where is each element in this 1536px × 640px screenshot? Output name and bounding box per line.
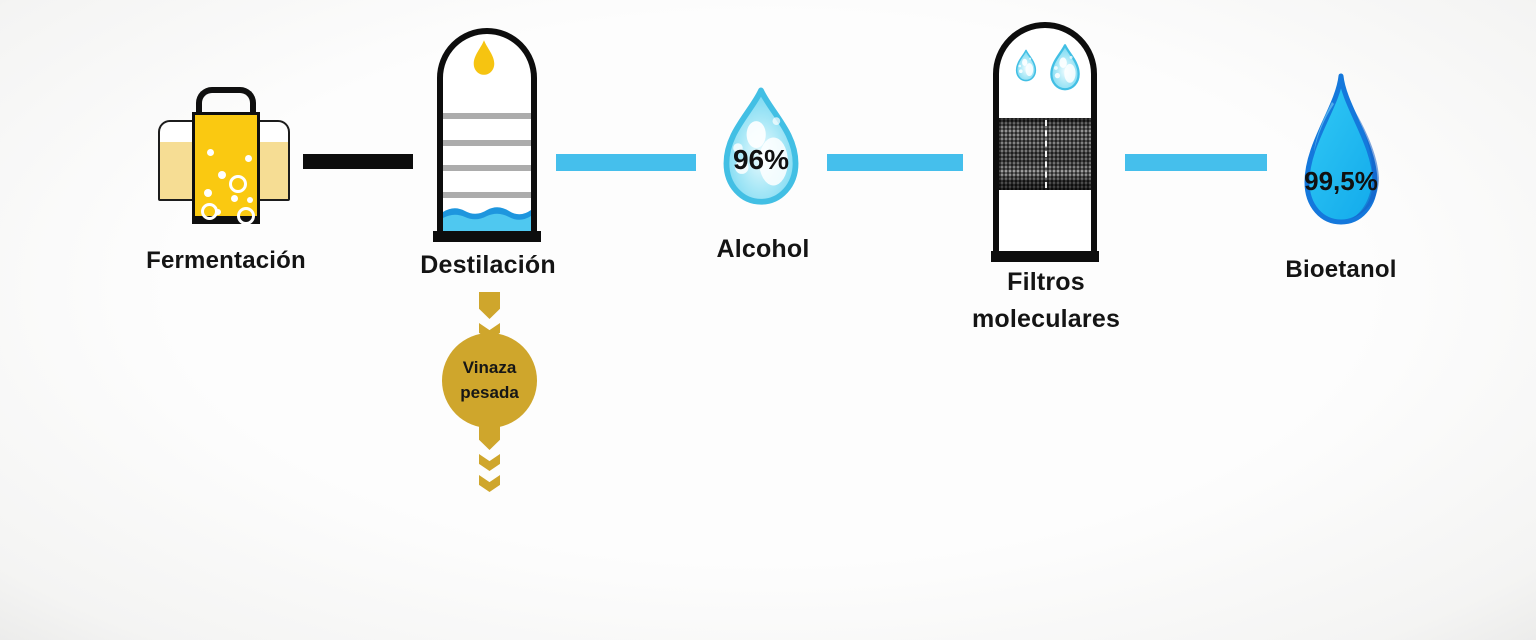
flow-connector-black: [303, 154, 413, 169]
filter-mesh-divider: [1045, 120, 1047, 188]
fermentation-center-tank: [192, 112, 260, 225]
large-drop-icon: [1046, 43, 1084, 93]
molecular-filter-column-icon: [991, 22, 1099, 262]
column-base: [991, 251, 1099, 262]
column-base: [433, 231, 541, 242]
distillation-tray: [443, 140, 531, 146]
fermentation-label: Fermentación: [146, 247, 306, 274]
bioethanol-label: Bioetanol: [1285, 256, 1397, 283]
fermentation-tank-icon: [155, 85, 293, 237]
fermentation-tank-rim: [196, 87, 256, 117]
filters-label-line2: moleculares: [971, 305, 1121, 333]
flow-connector-blue: [827, 154, 963, 171]
bioethanol-purity-value: 99,5%: [1304, 166, 1378, 196]
vinasse-label-line2: pesada: [460, 382, 519, 402]
alcohol-purity-value: 96%: [732, 144, 790, 175]
distillation-tray: [443, 165, 531, 171]
flow-connector-blue: [1125, 154, 1267, 171]
flow-connector-blue: [556, 154, 696, 171]
small-drop-icon: [1013, 48, 1039, 84]
water-drop-icon: 96%: [713, 84, 809, 212]
yellow-drop-icon: [470, 38, 498, 78]
down-chevron-arrow-icon: [479, 423, 500, 496]
distillation-column-icon: [433, 28, 541, 242]
filter-mesh: [999, 118, 1091, 190]
vinasse-label-line1: Vinaza: [462, 358, 517, 378]
distillation-tray: [443, 113, 531, 119]
filters-label-line1: Filtros: [1007, 268, 1085, 296]
blue-drop-icon: 99,5%: [1296, 72, 1386, 230]
distillation-label: Destilación: [420, 251, 556, 279]
alcohol-label: Alcohol: [716, 235, 810, 263]
molecular-filters-label: Filtros moleculares: [972, 264, 1120, 338]
vinasse-circle: Vinaza pesada: [442, 333, 537, 428]
boiling-liquid-icon: [443, 203, 531, 236]
distillation-tray: [443, 192, 531, 198]
